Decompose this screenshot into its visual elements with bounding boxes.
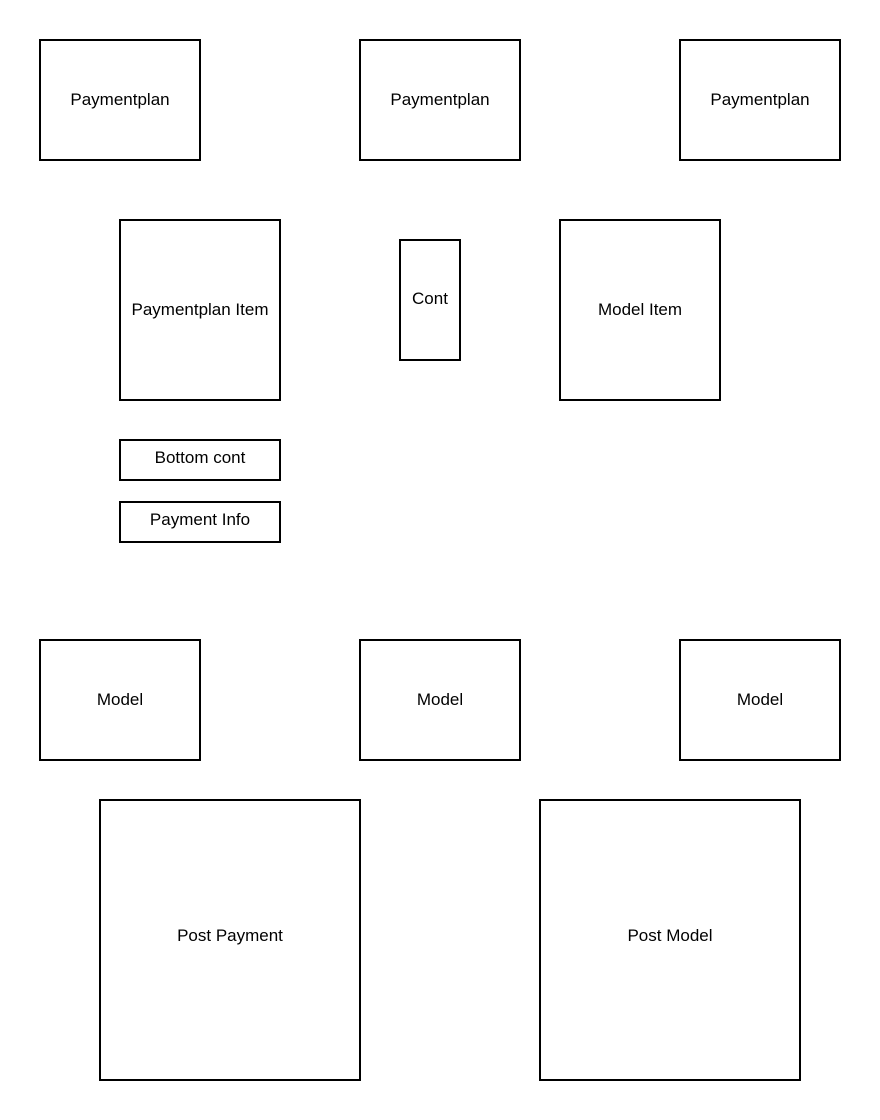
- paymentplan-label: Paymentplan: [710, 90, 810, 109]
- paymentplan-label: Paymentplan: [390, 90, 490, 109]
- post-payment-box: Post Payment: [99, 799, 361, 1081]
- model-label: Model: [736, 690, 784, 709]
- bottom-cont-box: Bottom cont: [119, 439, 281, 481]
- paymentplan-box-2: Paymentplan: [359, 39, 521, 161]
- model-box-2: Model: [359, 639, 521, 761]
- paymentplan-item-box: Paymentplan Item: [119, 219, 281, 401]
- bottom-cont-label: Bottom cont: [154, 448, 246, 467]
- post-model-label: Post Model: [627, 926, 713, 945]
- post-payment-label: Post Payment: [177, 926, 283, 945]
- paymentplan-box-3: Paymentplan: [679, 39, 841, 161]
- model-item-box: Model Item: [559, 219, 721, 401]
- model-box-1: Model: [39, 639, 201, 761]
- post-model-box: Post Model: [539, 799, 801, 1081]
- model-item-label: Model Item: [597, 300, 683, 319]
- paymentplan-item-label: Paymentplan Item: [131, 300, 269, 319]
- paymentplan-label: Paymentplan: [70, 90, 170, 109]
- cont-box: Cont: [399, 239, 461, 361]
- cont-label: Cont: [412, 289, 448, 308]
- payment-info-box: Payment Info: [119, 501, 281, 543]
- payment-info-label: Payment Info: [149, 510, 251, 529]
- model-label: Model: [96, 690, 144, 709]
- model-box-3: Model: [679, 639, 841, 761]
- paymentplan-box-1: Paymentplan: [39, 39, 201, 161]
- model-label: Model: [416, 690, 464, 709]
